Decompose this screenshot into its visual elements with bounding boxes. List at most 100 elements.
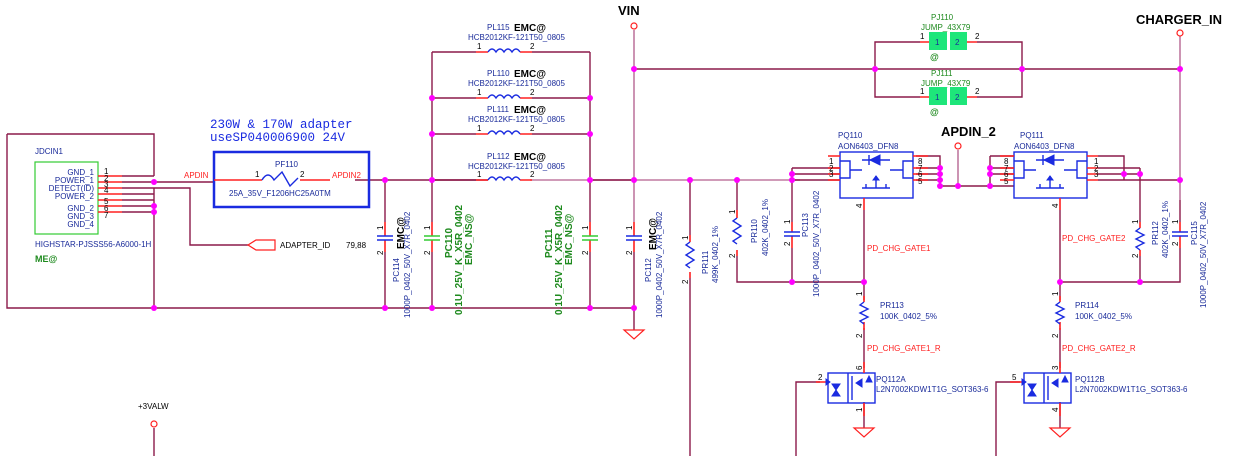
svg-text:PL115: PL115 [487,23,510,32]
svg-text:JUMP_43X79: JUMP_43X79 [921,23,971,32]
svg-text:1: 1 [255,170,260,179]
svg-text:1: 1 [1171,219,1180,224]
mosfet-pq112b[interactable]: 5 3 4 PQ112B L2N7002KDW1T1G_SOT363-6 [1010,362,1188,416]
resistor-pr113[interactable]: 1 2 PR113 100K_0402_5% [855,291,937,338]
svg-text:4: 4 [1051,407,1060,412]
svg-text:1: 1 [477,42,482,51]
svg-text:PR113: PR113 [880,301,904,310]
svg-text:2: 2 [975,32,980,41]
svg-text:2: 2 [530,124,535,133]
vin-port[interactable]: VIN [618,3,640,30]
resistor-pr111[interactable]: 1 2 PR111 499K_0402_1% [681,226,720,284]
svg-text:5: 5 [1004,177,1009,186]
svg-text:79,88: 79,88 [346,241,367,250]
svg-text:2: 2 [818,373,823,382]
fuse-pf110[interactable]: PF110 1 2 25A_35V_F1206HC25A0TM [212,150,371,209]
inductor-pl115[interactable]: PL115 EMC@ HCB2012KF-121T50_0805 1 2 [468,23,566,54]
svg-text:0.1U_25V_K_X5R_0402: 0.1U_25V_K_X5R_0402 [554,204,565,315]
svg-text:1000P_0402_50V_X7R_0402: 1000P_0402_50V_X7R_0402 [403,211,412,318]
svg-text:2: 2 [955,93,960,102]
svg-text:+3VALW: +3VALW [138,402,169,411]
svg-text:EMC@: EMC@ [396,217,407,249]
svg-text:402K_0402_1%: 402K_0402_1% [1161,201,1170,258]
svg-text:8: 8 [918,157,923,166]
svg-text:2: 2 [728,253,737,258]
apdin-2-port[interactable]: APDIN_2 [941,124,996,150]
resistor-pr110[interactable]: 1 2 PR110 402K_0402_1% [728,199,770,258]
net-label-apdin2: APDIN2 [332,171,361,180]
svg-text:EMC@: EMC@ [514,152,546,163]
capacitor-pc114[interactable]: 1 2 PC114 EMC@ 1000P_0402_50V_X7R_0402 [376,211,412,318]
svg-text:2: 2 [300,170,305,179]
svg-text:2: 2 [530,42,535,51]
connector-part: HIGHSTAR-PJSSS56-A6000-1H [35,240,152,249]
svg-text:AON6403_DFN8: AON6403_DFN8 [1014,142,1075,151]
svg-text:GND_3: GND_3 [67,212,94,221]
svg-text:PF110: PF110 [275,160,299,169]
connector-jdcin1[interactable]: JDCIN1 GND_1 POWER_1 DETECT(ID) POWER_2 … [34,147,152,264]
svg-text:8: 8 [1004,157,1009,166]
capacitor-pc115[interactable]: 1 2 PC115 1000P_0402_50V_X7R_0402 [1171,201,1208,308]
svg-text:PC115: PC115 [1190,221,1199,245]
svg-text:1: 1 [935,93,940,102]
svg-text:2: 2 [955,38,960,47]
svg-text:PR111: PR111 [701,250,710,274]
connector-ref: JDCIN1 [35,147,64,156]
svg-text:HCB2012KF-121T50_0805: HCB2012KF-121T50_0805 [468,115,566,124]
svg-text:1: 1 [920,32,925,41]
svg-text:EMC@: EMC@ [514,23,546,34]
svg-text:1: 1 [581,225,590,230]
net-label-pd-chg-gate1-r: PD_CHG_GATE1_R [867,344,941,353]
svg-text:1: 1 [1051,291,1060,296]
svg-text:1: 1 [477,170,482,179]
svg-text:HCB2012KF-121T50_0805: HCB2012KF-121T50_0805 [468,33,566,42]
capacitor-pc112[interactable]: 1 2 PC112 EMC@ 1000P_0402_50V_X7R_0402 [625,211,664,318]
v3valw-port[interactable]: +3VALW [138,402,169,428]
net-label-pd-chg-gate2-r: PD_CHG_GATE2_R [1062,344,1136,353]
svg-text:PR114: PR114 [1075,301,1099,310]
svg-text:3: 3 [829,170,834,179]
svg-text:1000P_0402_50V_X7R_0402: 1000P_0402_50V_X7R_0402 [1199,201,1208,308]
adapter-id-offpage-connector[interactable]: ADAPTER_ID 79,88 [246,239,367,251]
svg-text:EMC@: EMC@ [514,105,546,116]
resistor-pr114[interactable]: 1 2 PR114 100K_0402_5% [1051,291,1132,338]
svg-text:HCB2012KF-121T50_0805: HCB2012KF-121T50_0805 [468,162,566,171]
resistor-pr112[interactable]: 1 2 PR112 402K_0402_1% [1131,201,1170,258]
svg-text:1: 1 [1131,219,1140,224]
svg-text:1: 1 [829,157,834,166]
svg-text:2: 2 [530,170,535,179]
svg-text:HCB2012KF-121T50_0805: HCB2012KF-121T50_0805 [468,79,566,88]
svg-text:2: 2 [530,88,535,97]
svg-text:3: 3 [104,180,109,189]
svg-text:6: 6 [918,170,923,179]
svg-text:PL110: PL110 [487,69,510,78]
svg-text:EMC@: EMC@ [648,218,659,250]
ground-icon [1048,427,1072,438]
svg-text:1: 1 [681,235,690,240]
connector-option: ME@ [35,254,58,264]
svg-text:PQ112B: PQ112B [1075,375,1105,384]
charger-in-port[interactable]: CHARGER_IN [1136,12,1222,37]
svg-text:PJ110: PJ110 [931,13,954,22]
net-label-apdin: APDIN [184,171,209,180]
capacitor-pc111[interactable]: 1 2 PC111 0.1U_25V_K_X5R_0402 EMC_NS@ [544,204,598,315]
svg-text:L2N7002KDW1T1G_SOT363-6: L2N7002KDW1T1G_SOT363-6 [1075,385,1188,394]
svg-text:2: 2 [1094,164,1099,173]
svg-text:@: @ [930,52,939,62]
svg-text:PR110: PR110 [750,219,759,243]
svg-text:AON6403_DFN8: AON6403_DFN8 [838,142,899,151]
mosfet-pq112a[interactable]: 2 6 1 PQ112A L2N7002KDW1T1G_SOT363-6 [816,362,989,416]
svg-text:POWER_2: POWER_2 [55,192,95,201]
svg-text:PC111: PC111 [544,228,555,258]
capacitor-pc113[interactable]: 1 2 PC113 1000P_0402_50V_X7R_0402 [783,190,821,297]
adapter-note: 230W & 170W adapter useSP040006900 24V [210,118,353,145]
capacitor-pc110[interactable]: 1 2 PC110 0.1U_25V_K_X5R_0402 EMC_NS@ [423,204,475,315]
svg-text:PQ112A: PQ112A [876,375,906,384]
